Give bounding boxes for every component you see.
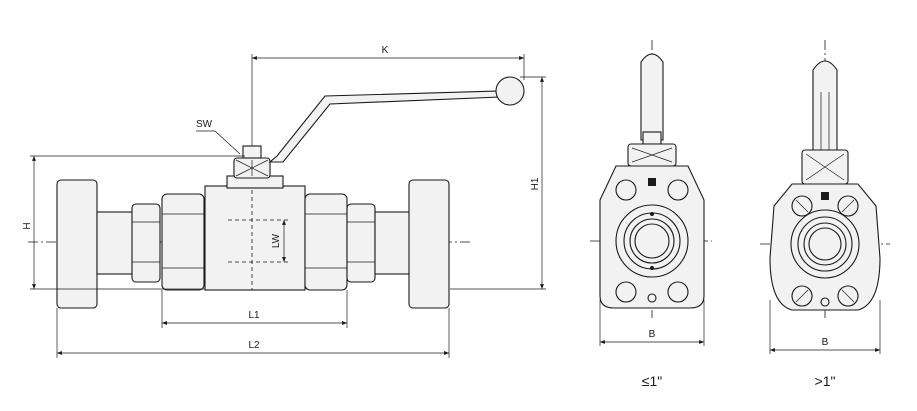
front-view-large: B >1" (760, 40, 890, 389)
handle-lever (268, 90, 501, 163)
label-l1: L1 (248, 310, 260, 321)
label-b-large: B (822, 337, 829, 348)
front-large-handle (812, 60, 838, 151)
label-sw: SW (196, 119, 213, 130)
caption-small-size: ≤1" (642, 373, 662, 389)
front-small-handle (640, 53, 664, 141)
label-h: H (22, 222, 33, 229)
handle-knob (495, 76, 525, 106)
label-b-small: B (649, 329, 656, 340)
right-body-nut (304, 193, 348, 291)
right-flange (408, 179, 450, 309)
right-pipe-stub (374, 211, 412, 275)
valve-body (204, 185, 306, 291)
label-k: K (382, 45, 389, 56)
right-nut (346, 203, 376, 283)
label-h1: H1 (530, 177, 541, 190)
label-l2: L2 (248, 340, 260, 351)
left-pipe-stub (96, 211, 134, 275)
left-body-nut (161, 193, 205, 291)
front-small-stem (642, 131, 662, 145)
side-dimensions: K SW H H1 LW L1 L2 (22, 45, 546, 358)
front-small-flange (599, 165, 705, 309)
left-nut (131, 203, 161, 283)
caption-large-size: >1" (815, 373, 836, 389)
front-view-small: B ≤1" (590, 40, 712, 389)
front-large-flange (769, 183, 881, 311)
side-view (28, 76, 525, 309)
stem-top (242, 145, 262, 159)
label-lw: LW (271, 233, 282, 248)
